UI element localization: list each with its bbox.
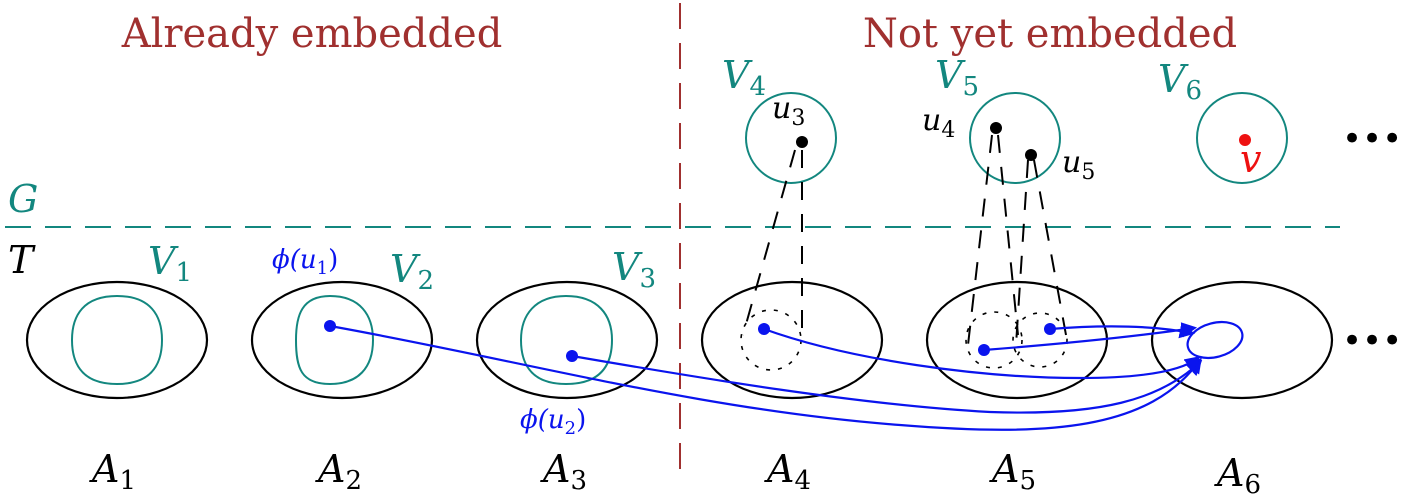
connector-u5-right bbox=[1033, 159, 1067, 336]
label-phi-u1: ϕ(u1) bbox=[272, 245, 338, 279]
vertex-u3 bbox=[796, 136, 808, 148]
ellipse-a4 bbox=[700, 280, 884, 400]
ellipsis-top: ••• bbox=[1342, 119, 1402, 159]
dotted-region-a5-right bbox=[1012, 312, 1068, 368]
vertex-u4 bbox=[990, 122, 1002, 134]
ellipse-a3 bbox=[475, 280, 659, 400]
ellipse-a2 bbox=[250, 280, 434, 400]
point-phi-u1 bbox=[324, 320, 336, 332]
point-phi-u3 bbox=[758, 323, 770, 335]
set-v2 bbox=[294, 294, 375, 386]
vertex-v bbox=[1239, 134, 1251, 146]
target-region-a6 bbox=[1186, 320, 1244, 360]
label-u4: u4 bbox=[922, 103, 955, 143]
label-a3: A3 bbox=[540, 447, 587, 496]
label-a4: A4 bbox=[764, 447, 811, 496]
header-already-embedded: Already embedded bbox=[121, 11, 503, 57]
label-v6: V6 bbox=[1158, 57, 1202, 106]
ellipse-a6 bbox=[1150, 280, 1334, 400]
label-v5: V5 bbox=[935, 53, 979, 102]
connector-u5-left bbox=[1015, 159, 1029, 346]
point-phi-u5 bbox=[1044, 323, 1056, 335]
point-phi-u4 bbox=[978, 344, 990, 356]
arrow-a4 bbox=[763, 327, 1201, 380]
point-phi-u2 bbox=[566, 350, 578, 362]
label-v2: V2 bbox=[390, 247, 434, 296]
arrow-a5-left bbox=[983, 322, 1198, 352]
label-a5: A5 bbox=[989, 447, 1036, 496]
header-not-yet-embedded: Not yet embedded bbox=[863, 11, 1237, 57]
label-t: T bbox=[8, 238, 36, 282]
set-v6 bbox=[1196, 92, 1288, 184]
vertex-u5 bbox=[1025, 149, 1037, 161]
label-phi-u2: ϕ(u2) bbox=[520, 405, 586, 439]
set-v4 bbox=[745, 92, 837, 184]
arrow-phi-u2 bbox=[571, 354, 1203, 414]
set-v5 bbox=[969, 92, 1061, 184]
connector-u4-right bbox=[997, 134, 1019, 336]
set-v3 bbox=[519, 294, 614, 386]
label-v3: V3 bbox=[612, 245, 656, 294]
label-v4: V4 bbox=[722, 53, 766, 102]
label-g: G bbox=[8, 177, 38, 221]
label-a2: A2 bbox=[315, 447, 362, 496]
arrow-a5-right bbox=[1049, 323, 1196, 339]
label-a6: A6 bbox=[1214, 451, 1261, 500]
label-a1: A1 bbox=[89, 447, 136, 496]
label-u3: u3 bbox=[772, 91, 805, 131]
ellipse-a1 bbox=[25, 280, 209, 400]
dotted-region-a5-left bbox=[965, 311, 1023, 369]
ellipsis-bottom: ••• bbox=[1342, 321, 1402, 361]
ellipse-a5 bbox=[925, 280, 1109, 400]
connector-u4-left bbox=[967, 134, 993, 346]
label-v1: V1 bbox=[148, 239, 192, 288]
label-u5: u5 bbox=[1062, 145, 1095, 185]
label-v: v bbox=[1240, 137, 1262, 181]
connector-u3-left bbox=[742, 149, 796, 336]
dotted-region-a4 bbox=[740, 309, 802, 371]
set-v1 bbox=[70, 294, 164, 386]
arrow-phi-u1 bbox=[329, 324, 1202, 431]
